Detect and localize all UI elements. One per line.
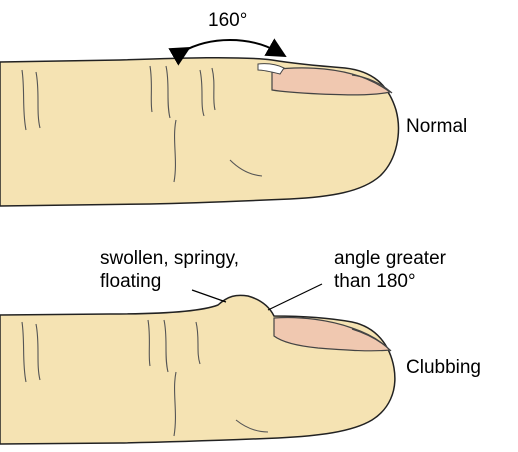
clubbing-caption: Clubbing	[406, 357, 481, 379]
normal-angle-label: 160°	[208, 10, 247, 32]
angle-pointer-line	[268, 284, 322, 310]
swelling-pointer-line	[192, 290, 226, 302]
clubbed-finger	[0, 295, 395, 444]
angle-label-line2: than 180°	[334, 271, 416, 293]
swelling-label-line1: swollen, springy,	[100, 248, 239, 270]
normal-finger	[0, 58, 398, 206]
clubbed-finger-skin	[0, 295, 395, 444]
swelling-label-line2: floating	[100, 271, 161, 293]
normal-caption: Normal	[406, 116, 467, 138]
angle-label-line1: angle greater	[334, 248, 446, 270]
normal-angle-arc	[182, 40, 278, 52]
normal-nail	[272, 68, 390, 95]
